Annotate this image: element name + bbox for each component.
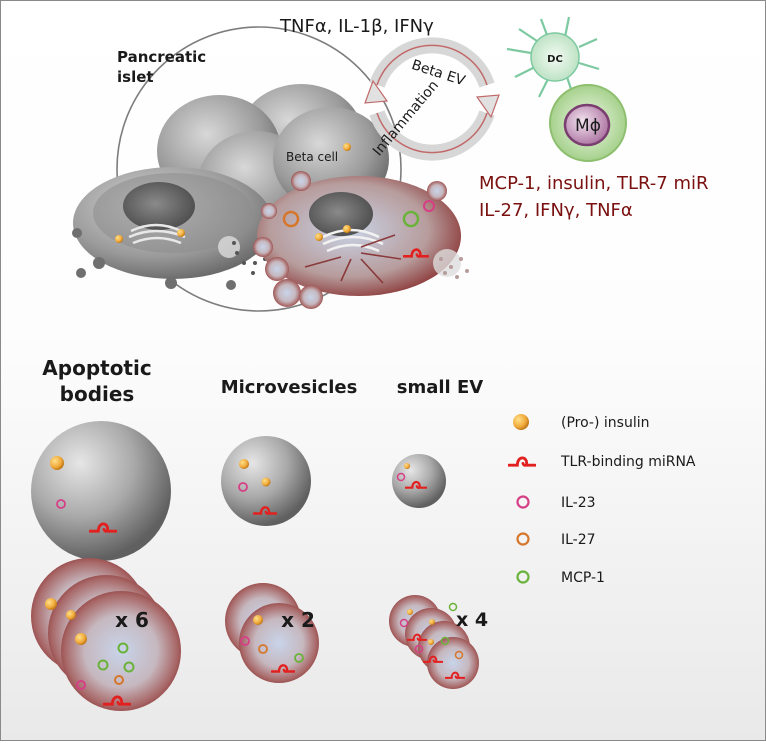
mirna-hairpin-icon <box>508 456 536 467</box>
beta-cell-label: Beta cell <box>286 150 338 164</box>
il23-ring-icon <box>516 495 530 509</box>
cytokines-label: TNFα, IL-1β, IFNγ <box>279 16 434 37</box>
legend: (Pro-) insulin TLR-binding miRNA IL-23 I… <box>508 414 696 586</box>
cycle-arrowhead <box>475 94 500 119</box>
col-title-small-ev: small EV <box>397 377 484 398</box>
legend-label-mirna: TLR-binding miRNA <box>560 454 696 470</box>
legend-item-mcp1: MCP-1 <box>516 570 605 586</box>
mcp1-ring-icon <box>516 570 530 584</box>
legend-label-insulin: (Pro-) insulin <box>561 415 649 431</box>
legend-item-il23: IL-23 <box>516 495 596 511</box>
legend-label-mcp1: MCP-1 <box>561 570 605 586</box>
pancreatic-islet: Beta cell <box>72 26 469 312</box>
legend-item-mirna: TLR-binding miRNA <box>508 454 696 470</box>
dc-label: DC <box>547 54 563 65</box>
microvesicle-healthy <box>221 436 311 526</box>
macrophage-label: Mϕ <box>575 116 601 136</box>
legend-item-insulin: (Pro-) insulin <box>513 414 649 431</box>
cycle-label-top: Beta EV <box>410 57 468 89</box>
il27-ring-icon <box>516 532 530 546</box>
inflamed-beta-cell <box>253 171 469 309</box>
islet-label-line2: islet <box>117 68 154 86</box>
islet-outline <box>116 26 402 312</box>
healthy-beta-cell <box>72 167 273 290</box>
multiplier-small-ev: x 4 <box>456 609 488 631</box>
secreted-factors-line2: IL-27, IFNγ, TNFα <box>479 200 633 221</box>
col-title-apoptotic-line2: bodies <box>60 382 135 406</box>
apoptotic-bodies-inflamed <box>31 558 181 711</box>
multiplier-apoptotic: x 6 <box>115 608 149 632</box>
cycle-arrowhead <box>364 79 389 104</box>
col-title-microvesicles: Microvesicles <box>221 377 358 398</box>
col-title-apoptotic-line1: Apoptotic <box>42 356 151 380</box>
macrophage: Mϕ <box>549 84 627 162</box>
dendritic-cell: DC <box>506 16 600 98</box>
small-ev-healthy <box>392 454 446 508</box>
legend-item-il27: IL-27 <box>516 532 596 548</box>
insulin-granule <box>343 143 351 151</box>
apoptotic-body-healthy <box>31 421 171 561</box>
insulin-granule-icon <box>513 414 529 430</box>
legend-label-il23: IL-23 <box>561 495 596 511</box>
multiplier-microvesicles: x 2 <box>281 608 315 632</box>
microvesicles-inflamed <box>225 583 319 683</box>
legend-label-il27: IL-27 <box>561 532 596 548</box>
nucleus <box>123 182 195 230</box>
small-evs-inflamed <box>389 595 479 689</box>
nucleus <box>309 192 373 236</box>
islet-label-line1: Pancreatic <box>117 48 206 66</box>
secreted-factors-line1: MCP-1, insulin, TLR-7 miR <box>479 173 709 194</box>
